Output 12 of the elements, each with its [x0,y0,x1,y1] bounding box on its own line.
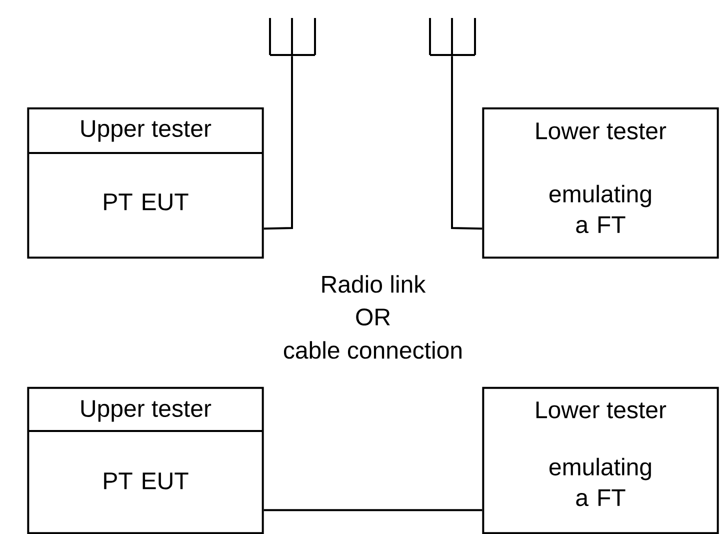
tester-box: Upper tester PT EUT [27,107,264,259]
tester-box: Lower tester emulating a FT [482,107,719,259]
tester-box: Lower tester emulating a FT [482,386,719,534]
link-label: Radio link [322,275,426,293]
link-label: OR [356,308,390,326]
tester-box: Upper tester PT EUT [27,386,264,534]
antenna-icon [269,18,316,56]
connection-line [264,509,482,512]
antenna-icon [429,18,476,56]
connection-line [451,56,482,230]
link-label: cable connection [284,341,462,359]
connection-line [264,56,293,230]
